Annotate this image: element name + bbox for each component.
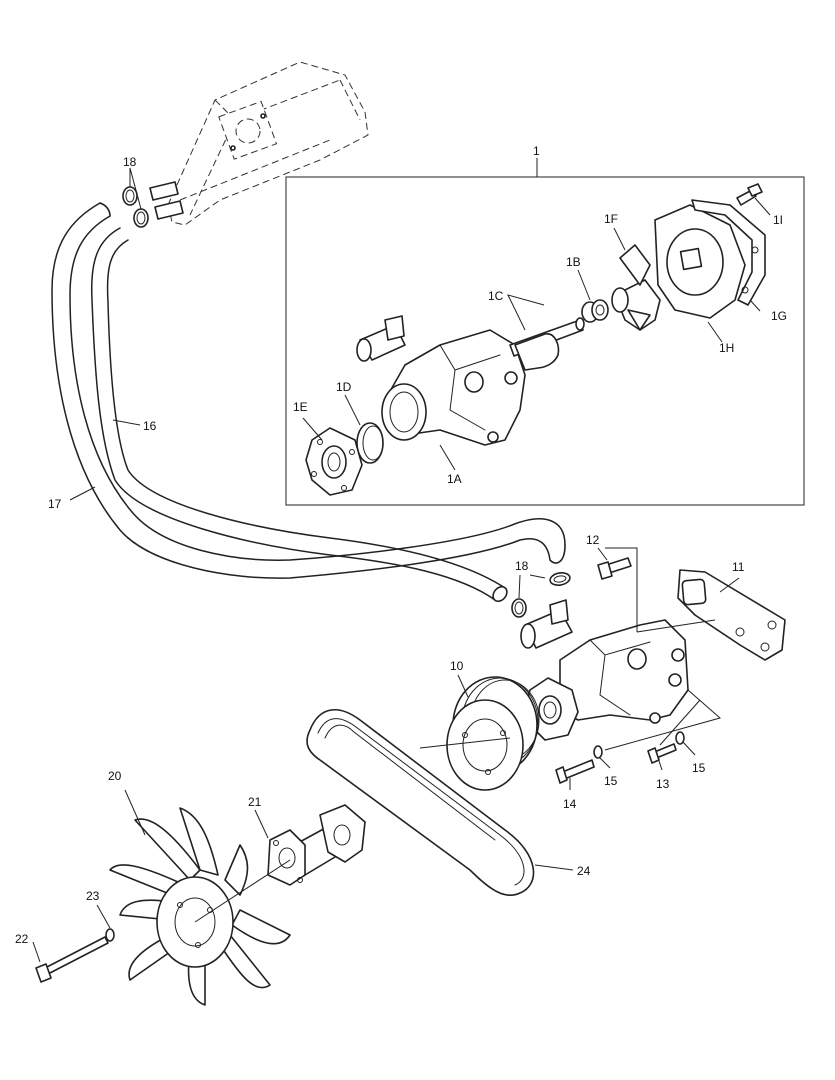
bolt-1I	[736, 183, 763, 206]
fan-bolt-22	[35, 936, 109, 983]
callout-labels: 1 18 1A 1B 1C 1D 1E 1F 1G 1H 1I 16 17 18…	[15, 144, 787, 946]
washer-23	[105, 928, 115, 942]
callout-10: 10	[450, 659, 464, 673]
callout-23: 23	[86, 889, 100, 903]
bearing-shaft-1C	[509, 317, 585, 371]
hose-16	[90, 227, 508, 603]
callout-24: 24	[577, 864, 591, 878]
callout-1E: 1E	[293, 400, 308, 414]
pump-assembly-kit-box	[285, 176, 805, 506]
callout-1C: 1C	[488, 289, 504, 303]
bolt-12	[597, 557, 632, 580]
cooling-fan-20	[109, 807, 291, 1006]
callout-1I: 1I	[773, 213, 783, 227]
gasket-1G	[691, 199, 766, 306]
callout-15-left: 15	[604, 774, 618, 788]
tank-outlet-pipes	[149, 181, 184, 220]
pulley-10	[446, 676, 540, 791]
water-pump-assembly	[520, 599, 689, 741]
callout-13: 13	[656, 777, 670, 791]
callout-1A: 1A	[447, 472, 462, 486]
leader-lines	[32, 158, 771, 963]
callout-1: 1	[533, 144, 540, 158]
hose-17	[51, 202, 566, 579]
hose-clip-lower-pair	[511, 572, 571, 618]
gasket-11	[677, 569, 786, 661]
callout-18-top: 18	[123, 155, 137, 169]
hub-flange-1E	[305, 427, 363, 496]
callout-17: 17	[48, 497, 62, 511]
callout-21: 21	[248, 795, 262, 809]
back-plate-1H	[654, 204, 746, 319]
callout-20: 20	[108, 769, 122, 783]
callout-1F: 1F	[604, 212, 618, 226]
callout-12: 12	[586, 533, 600, 547]
callout-1G: 1G	[771, 309, 787, 323]
seal-1B	[581, 299, 609, 323]
hose-clip-pair-top	[122, 186, 149, 228]
callout-11: 11	[732, 560, 745, 574]
callout-18-lower: 18	[515, 559, 529, 573]
callout-22: 22	[15, 932, 29, 946]
callout-1D: 1D	[336, 380, 352, 394]
drive-belt-24	[306, 708, 535, 896]
fan-spacer-21	[267, 804, 366, 886]
header-tank-outline	[167, 61, 369, 226]
pump-housing-1A	[356, 315, 526, 446]
callout-15-right: 15	[692, 761, 706, 775]
bolts-13-14-washers-15	[555, 731, 685, 784]
callout-16: 16	[143, 419, 157, 433]
callout-1B: 1B	[566, 255, 581, 269]
callout-1H: 1H	[719, 341, 734, 355]
callout-14: 14	[563, 797, 577, 811]
circlip-1D	[356, 422, 384, 464]
impeller-1F	[611, 244, 661, 331]
